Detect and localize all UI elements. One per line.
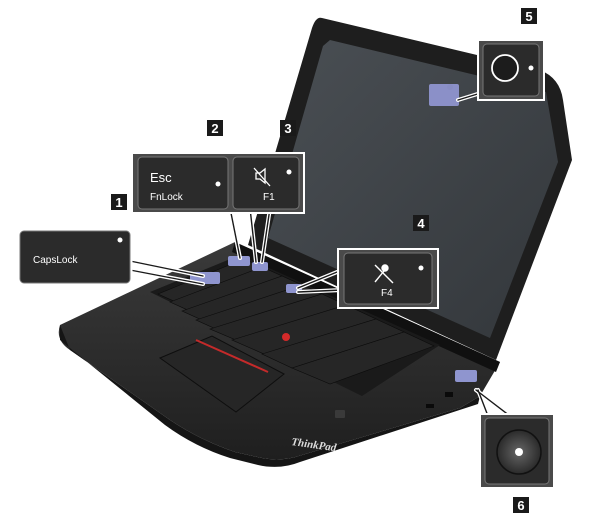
capslock-label: CapsLock	[33, 255, 78, 266]
callout-badge-2	[207, 120, 223, 136]
callout-number-6: 6	[517, 498, 524, 513]
f1-key	[232, 156, 300, 210]
key-led-indicator	[117, 237, 123, 243]
microphone-mute-icon	[374, 264, 394, 284]
callout-5: 5	[477, 8, 545, 101]
fnlock-led-indicator	[215, 181, 221, 187]
touchpad	[158, 335, 285, 413]
callout-badge-1	[111, 194, 127, 210]
esc-fnlock-key	[137, 156, 229, 210]
esc-key-highlight	[228, 256, 250, 266]
callout-1: CapsLock 1	[13, 194, 133, 285]
laptop-base: ThinkPad	[58, 242, 500, 467]
f4-label: F4	[381, 288, 393, 299]
callout-2-3: Esc FnLock F1 2 3	[131, 120, 305, 214]
f1-label: F1	[263, 192, 275, 203]
mute-led-indicator	[286, 169, 292, 175]
callout-6: 6	[479, 413, 555, 513]
callout-badge-4	[413, 215, 429, 231]
fingerprint-led-indicator	[515, 448, 523, 456]
callout-4: F4 4	[337, 215, 439, 309]
f1-key-highlight	[252, 262, 268, 271]
callout-badge-5	[521, 8, 537, 24]
callout-number-4: 4	[417, 216, 425, 231]
fingerprint-reader	[335, 410, 345, 418]
capslock-key	[19, 230, 131, 284]
camera-highlight	[429, 84, 459, 106]
callout-badge-6	[513, 497, 529, 513]
power-led-indicator	[528, 65, 534, 71]
esc-label: Esc	[150, 170, 172, 185]
callout-number-1: 1	[115, 195, 122, 210]
callout-number-2: 2	[211, 121, 218, 136]
side-port	[426, 404, 434, 408]
leader-lines	[129, 91, 511, 417]
speaker-mute-icon	[253, 167, 271, 187]
trackpoint	[282, 333, 290, 341]
fnlock-label: FnLock	[150, 192, 184, 203]
power-button-icon	[491, 54, 519, 82]
callout-number-3: 3	[284, 121, 291, 136]
callout-badge-3	[280, 120, 296, 136]
callout-number-5: 5	[525, 9, 532, 24]
trackpad-buttons	[195, 339, 269, 373]
micmute-led-indicator	[418, 265, 424, 271]
power-button-highlight	[455, 370, 477, 382]
side-port	[445, 392, 453, 397]
